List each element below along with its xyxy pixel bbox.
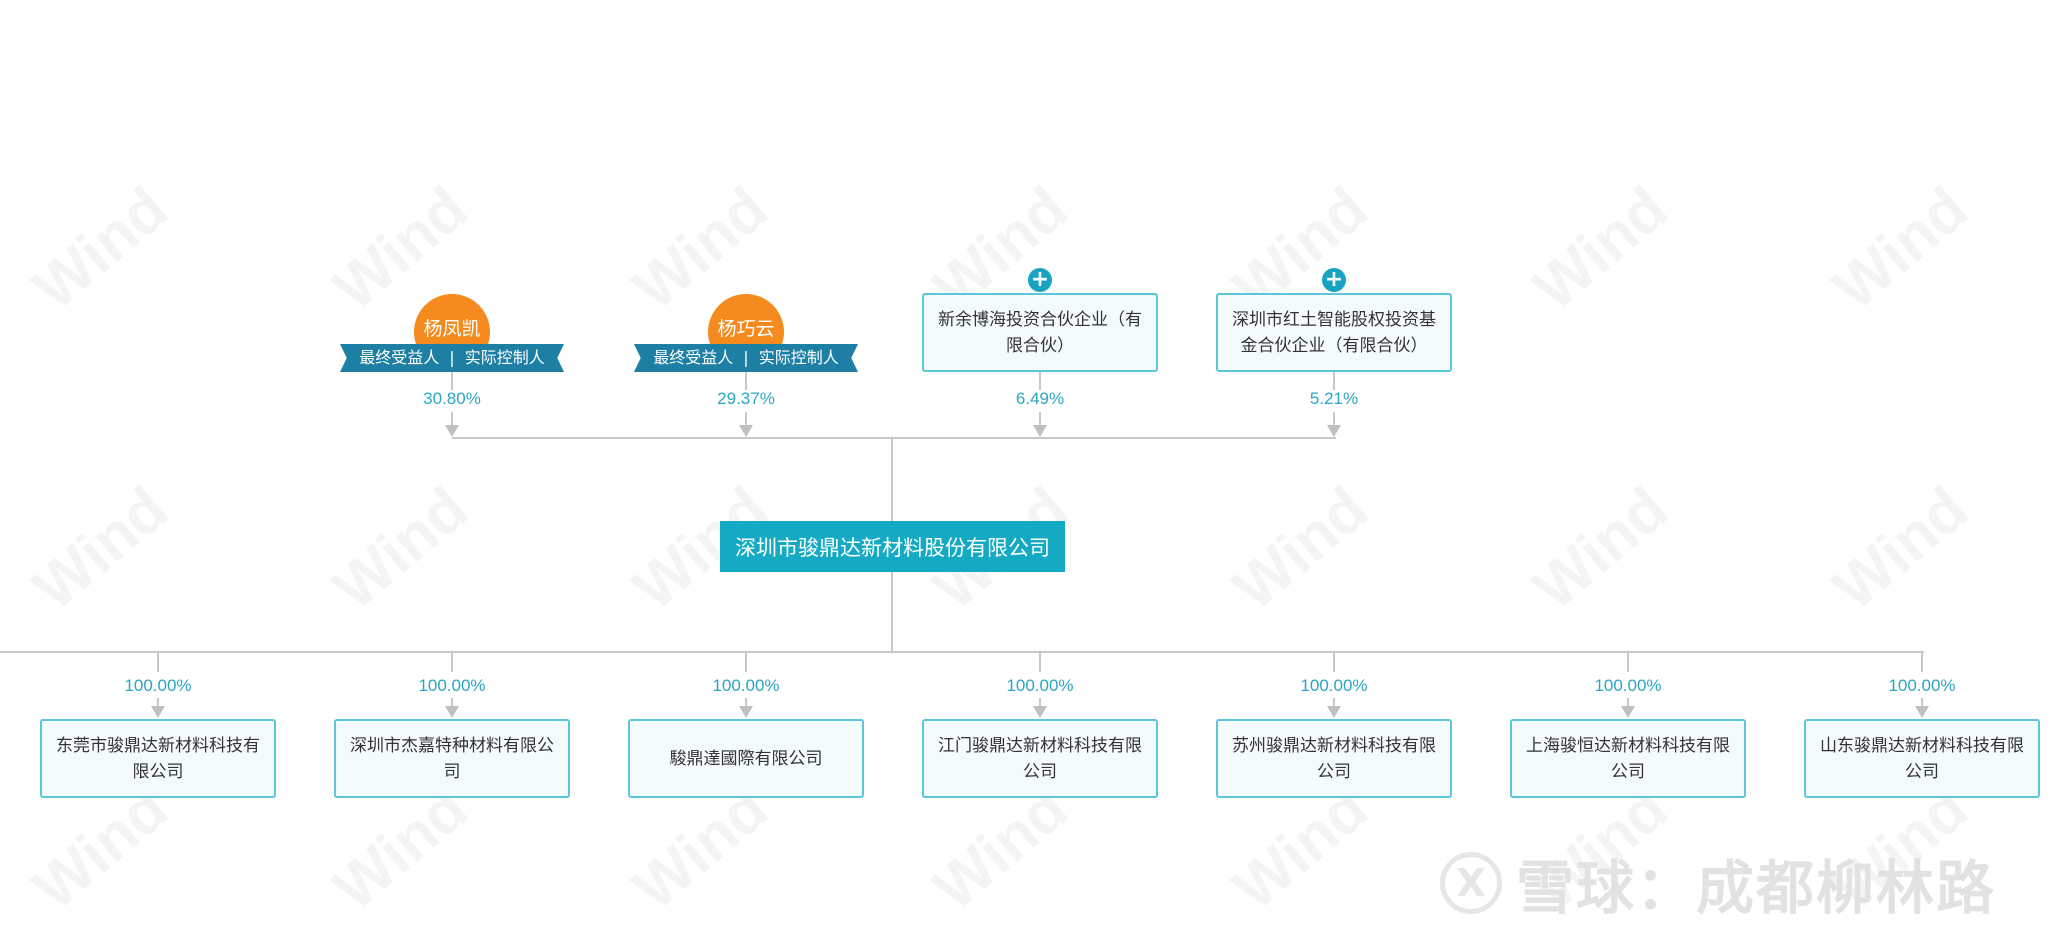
connector-line: [1921, 652, 1923, 672]
connector-line: [451, 372, 453, 390]
connector-line: [745, 652, 747, 672]
connector-line: [451, 412, 453, 426]
subsidiary-company-box[interactable]: 駿鼎達國際有限公司: [628, 719, 864, 798]
ribbon-text: 最终受益人 | 实际控制人: [340, 344, 564, 372]
arrow-down-icon: [1915, 706, 1929, 718]
connector-line: [1039, 698, 1041, 712]
xueqiu-logo-icon: X: [1439, 852, 1502, 914]
arrow-down-icon: [1327, 425, 1341, 437]
connector-line: [1039, 372, 1041, 390]
subsidiary-company-box[interactable]: 上海骏恒达新材料科技有限公司: [1510, 719, 1746, 798]
beneficiary-ribbon: 最终受益人 | 实际控制人: [634, 344, 858, 372]
ownership-percent: 5.21%: [1309, 389, 1359, 408]
ownership-percent: 29.37%: [717, 389, 775, 408]
connector-line: [1921, 698, 1923, 712]
ownership-percent: 100.00%: [1888, 676, 1956, 695]
ribbon-separator: |: [743, 348, 749, 367]
connector-line: [157, 652, 159, 672]
plus-icon[interactable]: +: [1028, 268, 1052, 292]
shareholder-bus-line: [452, 437, 1336, 439]
actual-controller-tag: 实际控制人: [464, 348, 545, 367]
connector-line: [745, 412, 747, 426]
connector-line: [745, 698, 747, 712]
wind-watermark: Wind: [320, 473, 481, 624]
subsidiary-company-name: 山东骏鼎达新材料科技有限公司: [1820, 735, 2024, 782]
connector-line: [1039, 412, 1041, 426]
ribbon-text: 最终受益人 | 实际控制人: [634, 344, 858, 372]
wind-watermark: Wind: [1820, 473, 1981, 624]
connector-line: [1333, 652, 1335, 672]
arrow-down-icon: [445, 706, 459, 718]
target-company-box[interactable]: 深圳市骏鼎达新材料股份有限公司: [720, 521, 1065, 572]
subsidiary-company-name: 东莞市骏鼎达新材料科技有限公司: [56, 735, 260, 782]
ownership-percent: 6.49%: [1015, 389, 1065, 408]
company-trunk-line: [891, 437, 893, 521]
shareholder-company-box[interactable]: 新余博海投资合伙企业（有限合伙）: [922, 293, 1158, 372]
shareholder-company-name: 新余博海投资合伙企业（有限合伙）: [938, 309, 1142, 356]
ownership-percent: 30.80%: [423, 389, 481, 408]
connector-line: [1039, 652, 1041, 672]
ribbon-separator: |: [449, 348, 455, 367]
arrow-down-icon: [1327, 706, 1341, 718]
arrow-down-icon: [1033, 425, 1047, 437]
arrow-down-icon: [1033, 706, 1047, 718]
ownership-percent: 100.00%: [124, 676, 192, 695]
subsidiary-company-box[interactable]: 山东骏鼎达新材料科技有限公司: [1804, 719, 2040, 798]
arrow-down-icon: [739, 425, 753, 437]
connector-line: [1333, 412, 1335, 426]
arrow-down-icon: [1621, 706, 1635, 718]
wind-watermark: Wind: [20, 473, 181, 624]
connector-line: [1333, 372, 1335, 390]
subsidiary-company-box[interactable]: 深圳市杰嘉特种材料有限公司: [334, 719, 570, 798]
subsidiary-company-box[interactable]: 江门骏鼎达新材料科技有限公司: [922, 719, 1158, 798]
wind-watermark: Wind: [1820, 173, 1981, 324]
connector-line: [1333, 698, 1335, 712]
ultimate-beneficiary-tag: 最终受益人: [653, 348, 734, 367]
footer-watermark-text: 雪球：成都柳林路: [1515, 854, 1996, 922]
subsidiary-company-box[interactable]: 东莞市骏鼎达新材料科技有限公司: [40, 719, 276, 798]
actual-controller-tag: 实际控制人: [758, 348, 839, 367]
shareholder-company-name: 深圳市红土智能股权投资基金合伙企业（有限合伙）: [1232, 309, 1436, 356]
subsidiary-company-name: 深圳市杰嘉特种材料有限公司: [350, 735, 554, 782]
target-company-name: 深圳市骏鼎达新材料股份有限公司: [735, 535, 1050, 560]
wind-watermark: Wind: [20, 173, 181, 324]
ultimate-beneficiary-tag: 最终受益人: [359, 348, 440, 367]
ownership-percent: 100.00%: [712, 676, 780, 695]
person-name: 杨巧云: [717, 318, 775, 340]
wind-watermark: Wind: [1520, 473, 1681, 624]
subsidiary-bus-line: [0, 651, 1924, 653]
beneficiary-ribbon: 最终受益人 | 实际控制人: [340, 344, 564, 372]
wind-watermark: Wind: [1520, 173, 1681, 324]
plus-icon[interactable]: +: [1322, 268, 1346, 292]
ownership-percent: 100.00%: [1300, 676, 1368, 695]
footer-watermark: X 雪球：成都柳林路: [1439, 848, 1996, 922]
subsidiary-company-name: 駿鼎達國際有限公司: [669, 748, 823, 769]
person-name: 杨凤凯: [423, 318, 481, 340]
shareholder-company-box[interactable]: 深圳市红土智能股权投资基金合伙企业（有限合伙）: [1216, 293, 1452, 372]
subsidiary-company-box[interactable]: 苏州骏鼎达新材料科技有限公司: [1216, 719, 1452, 798]
connector-line: [451, 698, 453, 712]
arrow-down-icon: [445, 425, 459, 437]
connector-line: [1627, 652, 1629, 672]
subsidiary-company-name: 上海骏恒达新材料科技有限公司: [1526, 735, 1730, 782]
connector-line: [1627, 698, 1629, 712]
company-trunk-line: [891, 572, 893, 652]
wind-watermark: Wind: [1220, 473, 1381, 624]
ownership-percent: 100.00%: [1594, 676, 1662, 695]
subsidiary-company-name: 江门骏鼎达新材料科技有限公司: [938, 735, 1142, 782]
arrow-down-icon: [739, 706, 753, 718]
connector-line: [745, 372, 747, 390]
arrow-down-icon: [151, 706, 165, 718]
subsidiary-company-name: 苏州骏鼎达新材料科技有限公司: [1232, 735, 1436, 782]
ownership-percent: 100.00%: [418, 676, 486, 695]
ownership-percent: 100.00%: [1006, 676, 1074, 695]
connector-line: [157, 698, 159, 712]
connector-line: [451, 652, 453, 672]
